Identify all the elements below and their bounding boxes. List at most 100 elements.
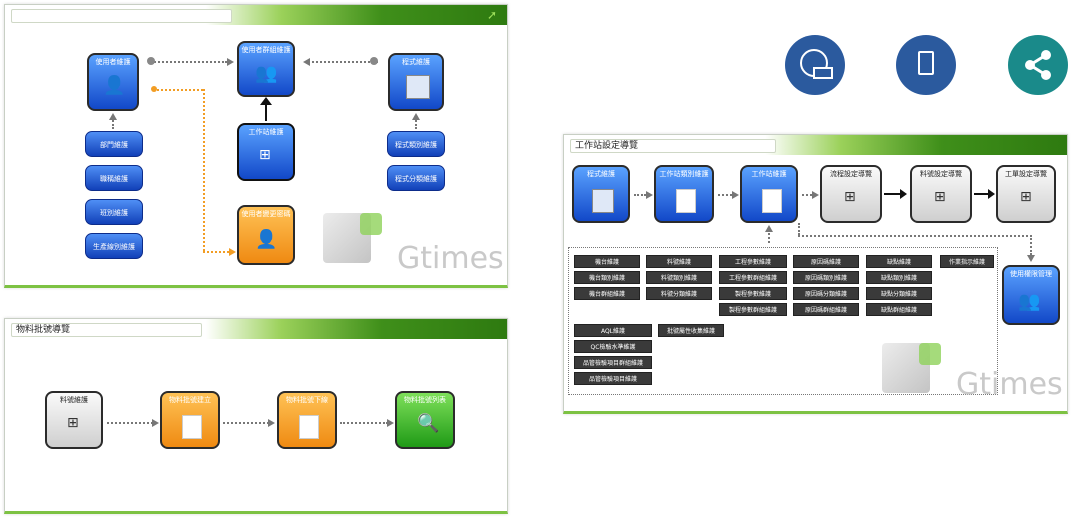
user-setup-panel: ➚ 使用者維護 👤 使用者群組維護 👥 程式維護 工作站維護 ⊞ 部門維護 職稱… [4, 4, 508, 288]
material-batch-panel: 物料批號導覽 料號維護 ⊞ 物料批號建立 物料批號下線 物料批號列表 🔍 [4, 318, 508, 514]
connector-arrow [229, 248, 236, 256]
grid-cell[interactable]: 工程參數群組維護 [719, 271, 787, 284]
grid-cell[interactable]: 原因碼類別維護 [793, 271, 859, 284]
up-arrow-head [260, 97, 272, 105]
grid-cell[interactable]: 料號分類維護 [646, 287, 712, 300]
connector-line [768, 229, 770, 243]
connector-arrow [412, 113, 420, 120]
globe-icon[interactable] [785, 35, 845, 95]
connector-dot [147, 57, 155, 65]
connector-line [157, 89, 203, 91]
grid-cell[interactable]: 原因碼分類維護 [793, 287, 859, 300]
connector-arrow [765, 225, 773, 232]
node-label: 物料批號建立 [169, 396, 211, 404]
grid-cell[interactable]: 缺點分類維護 [866, 287, 932, 300]
grid-cell[interactable]: 工程參數維護 [719, 255, 787, 268]
share-icon[interactable] [1008, 35, 1068, 95]
connector-arrow [268, 419, 275, 427]
material-guide-node[interactable]: 料號設定導覽 ⊞ [910, 165, 972, 223]
user-mgmt-node[interactable]: 使用權限管理 👥 [1002, 265, 1060, 325]
solid-connector [974, 193, 990, 195]
connector-dot [370, 57, 378, 65]
group-icon: 👥 [1018, 291, 1041, 312]
connector-arrow [812, 191, 819, 199]
connector-line [112, 117, 114, 129]
connector-line [1030, 235, 1032, 255]
connector-arrow [303, 58, 310, 66]
grid-cell[interactable]: 原因碼維護 [793, 255, 859, 268]
batch-create-node[interactable]: 物料批號建立 [160, 391, 220, 449]
hierarchy-icon: ⊞ [259, 147, 271, 163]
program-maint-node[interactable]: 程式維護 [388, 53, 444, 111]
hierarchy-icon: ⊞ [67, 415, 79, 431]
document-glyph [918, 51, 934, 75]
grid-cell[interactable]: 製程參數維護 [719, 287, 787, 300]
flow-guide-node[interactable]: 流程設定導覽 ⊞ [820, 165, 882, 223]
doc-edit-icon [762, 189, 782, 213]
program-maint-node[interactable]: 程式維護 [572, 165, 630, 223]
station-maint-node[interactable]: 工作站維護 ⊞ [237, 123, 295, 181]
window-icon [592, 189, 614, 213]
order-guide-node[interactable]: 工單設定導覽 ⊞ [996, 165, 1056, 223]
grid-cell[interactable]: 機台群組維護 [574, 287, 640, 300]
group-icon: 👥 [255, 63, 278, 84]
group-maint-node[interactable]: 使用者群組維護 👥 [237, 41, 295, 97]
user-maint-node[interactable]: 使用者維護 👤 [87, 53, 139, 111]
node-label: 物料批號下線 [286, 396, 328, 404]
connector-arrow [387, 419, 394, 427]
grid-cell[interactable]: 機台維護 [574, 255, 640, 268]
batch-issue-node[interactable]: 物料批號下線 [277, 391, 337, 449]
line-maint-button[interactable]: 生產線別維護 [85, 233, 143, 259]
connector-line [340, 422, 388, 424]
grid-cell[interactable]: QC檢驗水準維護 [574, 340, 652, 353]
connector-line [107, 422, 153, 424]
program-sub-maint-button[interactable]: 程式分類維護 [387, 165, 445, 191]
connector-line [802, 194, 812, 196]
grid-cell[interactable]: 原因碼群組維護 [793, 303, 859, 316]
connector-line [151, 61, 227, 63]
node-label: 程式維護 [587, 170, 615, 178]
arrow-icon: ➚ [486, 8, 497, 22]
program-cat-maint-button[interactable]: 程式類別維護 [387, 131, 445, 157]
doc-edit-icon [676, 189, 696, 213]
grid-cell[interactable]: 缺點維護 [866, 255, 932, 268]
grid-cell[interactable]: 料號維護 [646, 255, 712, 268]
material-maint-node[interactable]: 料號維護 ⊞ [45, 391, 103, 449]
laptop-glyph [813, 67, 833, 79]
search-icon: 🔍 [417, 413, 440, 434]
grid-cell[interactable]: 品管檢驗項目維護 [574, 372, 652, 385]
doc-add-icon [182, 415, 202, 439]
hierarchy-icon: ⊞ [934, 189, 946, 205]
panel-header-bar: 物料批號導覽 [5, 319, 507, 339]
shift-maint-button[interactable]: 班別維護 [85, 199, 143, 225]
grid-cell[interactable]: 機台類別維護 [574, 271, 640, 284]
station-maint-node[interactable]: 工作站維護 [740, 165, 798, 223]
batch-list-node[interactable]: 物料批號列表 🔍 [395, 391, 455, 449]
job-maint-button[interactable]: 職稱維護 [85, 165, 143, 191]
node-label: 工單設定導覽 [1005, 170, 1047, 178]
password-change-node[interactable]: 使用者變更密碼 👤 [237, 205, 295, 265]
grid-cell[interactable]: AQL維護 [574, 324, 652, 337]
connector-line [308, 61, 378, 63]
grid-cell[interactable]: 品管檢驗項目群組維護 [574, 356, 652, 369]
grid-cell[interactable]: 作業指示維護 [940, 255, 994, 268]
connector-arrow [109, 113, 117, 120]
user-key-icon: 👤 [255, 229, 278, 250]
connector-line [203, 251, 229, 253]
station-cat-maint-node[interactable]: 工作站類別維護 [654, 165, 714, 223]
dept-maint-button[interactable]: 部門維護 [85, 131, 143, 157]
document-icon[interactable] [896, 35, 956, 95]
grid-cell[interactable]: 料號類別維護 [646, 271, 712, 284]
connector-line [718, 194, 732, 196]
grid-cell[interactable]: 製程參數群組維護 [719, 303, 787, 316]
grid-cell[interactable]: 批號屬性收集維護 [658, 324, 724, 337]
window-icon [406, 75, 430, 99]
grid-cell[interactable]: 缺點類別維護 [866, 271, 932, 284]
node-label: 流程設定導覽 [830, 170, 872, 178]
connector-arrow [646, 191, 653, 199]
up-arrow-line [265, 101, 267, 121]
panel-title: 物料批號導覽 [11, 323, 202, 337]
hierarchy-icon: ⊞ [844, 189, 856, 205]
panel-title: 工作站設定導覽 [570, 139, 776, 153]
grid-cell[interactable]: 缺點群組維護 [866, 303, 932, 316]
